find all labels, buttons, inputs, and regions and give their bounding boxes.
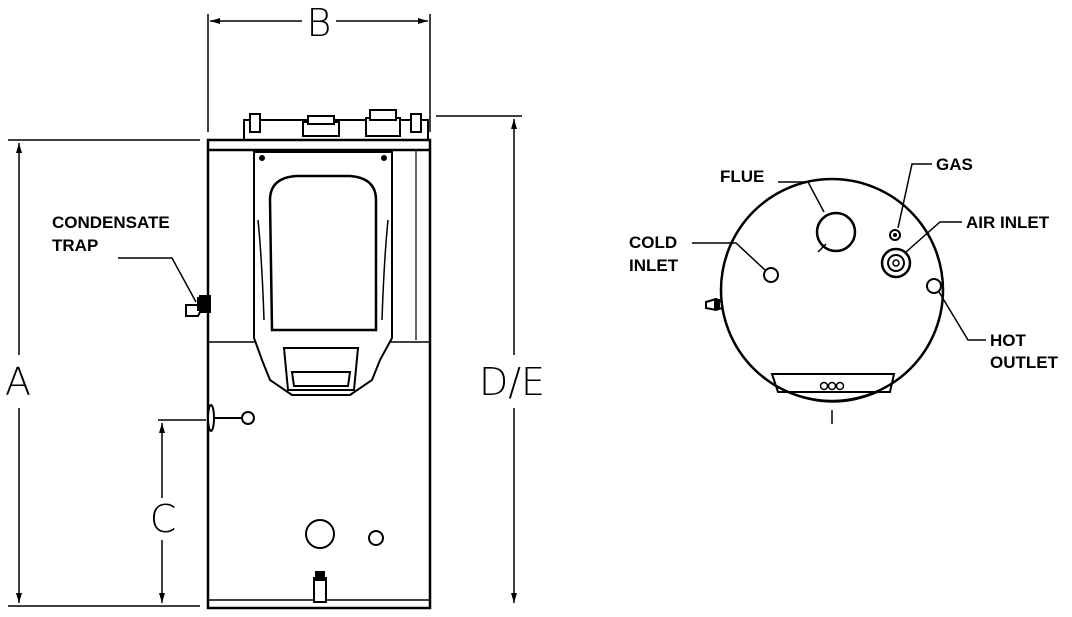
air-inlet-port	[880, 247, 912, 279]
cold-inlet-label-line2: INLET	[629, 256, 679, 275]
condensate-trap-leader	[118, 257, 197, 303]
dimension-de-label: D/E	[479, 360, 545, 404]
dimension-a-label: A	[5, 360, 31, 404]
dimension-b-label: B	[307, 1, 332, 45]
control-housing-base	[787, 391, 879, 403]
condensate-trap-label-line2: TRAP	[52, 236, 98, 255]
side-trap-fitting	[705, 297, 723, 312]
side-fitting	[207, 404, 255, 432]
cold-inlet-port	[763, 267, 779, 283]
dimension-c-label: C	[150, 497, 177, 541]
condensate-trap-fitting	[185, 295, 211, 317]
front-view	[185, 109, 432, 610]
cold-inlet-label-line1: COLD	[629, 233, 677, 252]
flue-leader	[778, 181, 825, 213]
hot-outlet-label-line2: OUTLET	[990, 353, 1059, 372]
cold-inlet-leader	[692, 242, 766, 271]
air-inlet-label: AIR INLET	[966, 213, 1050, 232]
air-inlet-leader	[905, 221, 962, 253]
flue-label: FLUE	[720, 167, 764, 186]
top-view	[705, 177, 945, 424]
condensate-trap-label-line1: CONDENSATE	[52, 213, 170, 232]
top-fittings	[243, 109, 429, 141]
gas-port	[889, 229, 901, 241]
gas-label: GAS	[936, 155, 973, 174]
flue-port	[815, 211, 857, 253]
hot-outlet-leader	[938, 291, 986, 341]
control-module	[253, 151, 393, 396]
gas-leader	[897, 163, 932, 229]
hot-outlet-label-line1: HOT	[990, 331, 1027, 350]
tank-outline	[719, 177, 945, 403]
dimension-lines	[8, 14, 522, 607]
hot-outlet-port	[926, 278, 942, 294]
control-housing-top	[770, 373, 896, 393]
lower-fittings	[305, 519, 384, 603]
